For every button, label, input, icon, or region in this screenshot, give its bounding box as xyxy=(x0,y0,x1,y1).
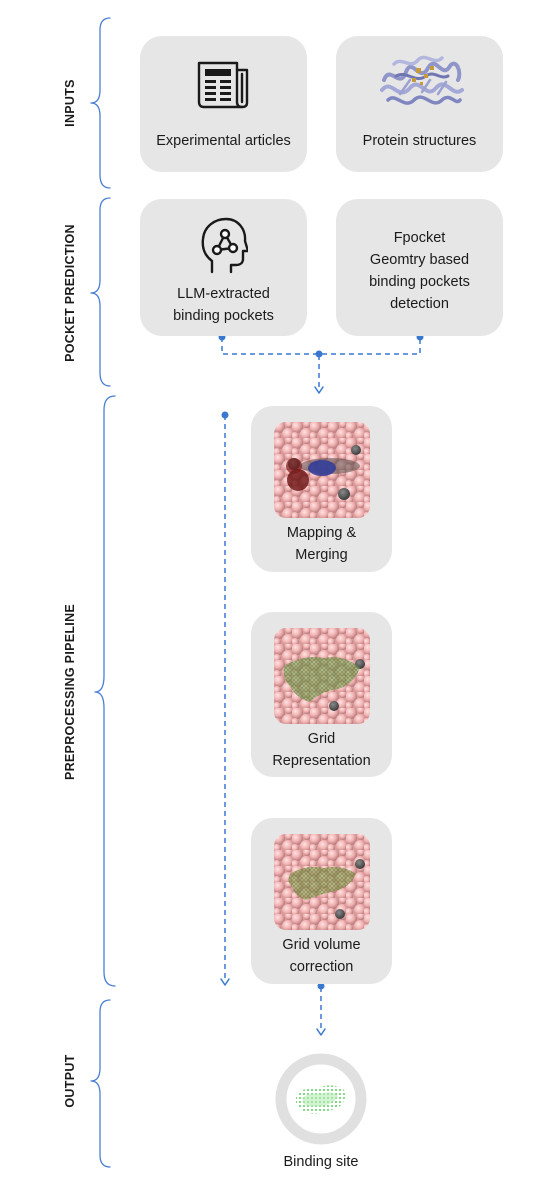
preprocessing-bracket xyxy=(94,395,116,987)
fpocket-label-line2: Geomtry based xyxy=(369,252,470,268)
grid-representation-label-line1: Grid xyxy=(307,731,336,747)
merge-down-arrowhead xyxy=(314,386,324,394)
experimental-articles-card: Experimental articles xyxy=(140,36,307,172)
inputs-bracket xyxy=(90,17,111,189)
section-label-output: OUTPUT xyxy=(63,1054,77,1108)
llm-pockets-label-line1: LLM-extracted xyxy=(177,286,270,302)
protein-structures-card: Protein structures xyxy=(336,36,503,172)
merge-dot xyxy=(315,350,323,358)
section-label-preprocessing: PREPROCESSING PIPELINE xyxy=(63,603,77,781)
pipeline-start-dot xyxy=(221,411,229,419)
fpocket-label-line1: Fpocket xyxy=(393,230,446,246)
fpocket-card: Fpocket Geomtry based binding pockets de… xyxy=(336,199,503,336)
fpocket-label-line4: detection xyxy=(390,296,449,312)
mapping-merging-label-line1: Mapping & xyxy=(286,525,357,541)
output-bracket xyxy=(90,999,111,1168)
section-label-inputs: INPUTS xyxy=(63,79,77,127)
pipeline-arrowhead xyxy=(220,978,230,986)
mapping-merging-label-line2: Merging xyxy=(295,547,348,563)
protein-surface-grid xyxy=(274,628,370,724)
grid-volume-correction-label-line2: correction xyxy=(289,959,354,975)
grid-volume-correction-card: Grid volume correction xyxy=(251,818,392,984)
protein-surface-grid-corrected xyxy=(274,834,370,930)
grid-representation-card: Grid Representation xyxy=(251,612,392,777)
llm-pockets-label-line2: binding pockets xyxy=(173,308,274,324)
newspaper-icon xyxy=(197,61,249,109)
binding-site-points xyxy=(275,1053,367,1145)
fpocket-label-line3: binding pockets xyxy=(369,274,470,290)
grid-volume-correction-label-line1: Grid volume xyxy=(282,937,361,953)
experimental-articles-label: Experimental articles xyxy=(156,133,291,149)
brain-head-icon xyxy=(201,217,248,274)
protein-ribbon-image xyxy=(380,55,464,105)
output-arrowhead xyxy=(316,1028,326,1036)
section-label-pocket-prediction: POCKET PREDICTION xyxy=(63,224,77,362)
protein-surface-pocket xyxy=(274,422,370,518)
binding-site-label: Binding site xyxy=(283,1154,359,1170)
llm-pockets-card: LLM-extracted binding pockets xyxy=(140,199,307,336)
protein-structures-label: Protein structures xyxy=(362,133,477,149)
volume-dot xyxy=(317,982,325,990)
grid-representation-label-line2: Representation xyxy=(272,753,371,769)
mapping-merging-card: Mapping & Merging xyxy=(251,406,392,572)
pocket-prediction-bracket xyxy=(90,197,111,387)
